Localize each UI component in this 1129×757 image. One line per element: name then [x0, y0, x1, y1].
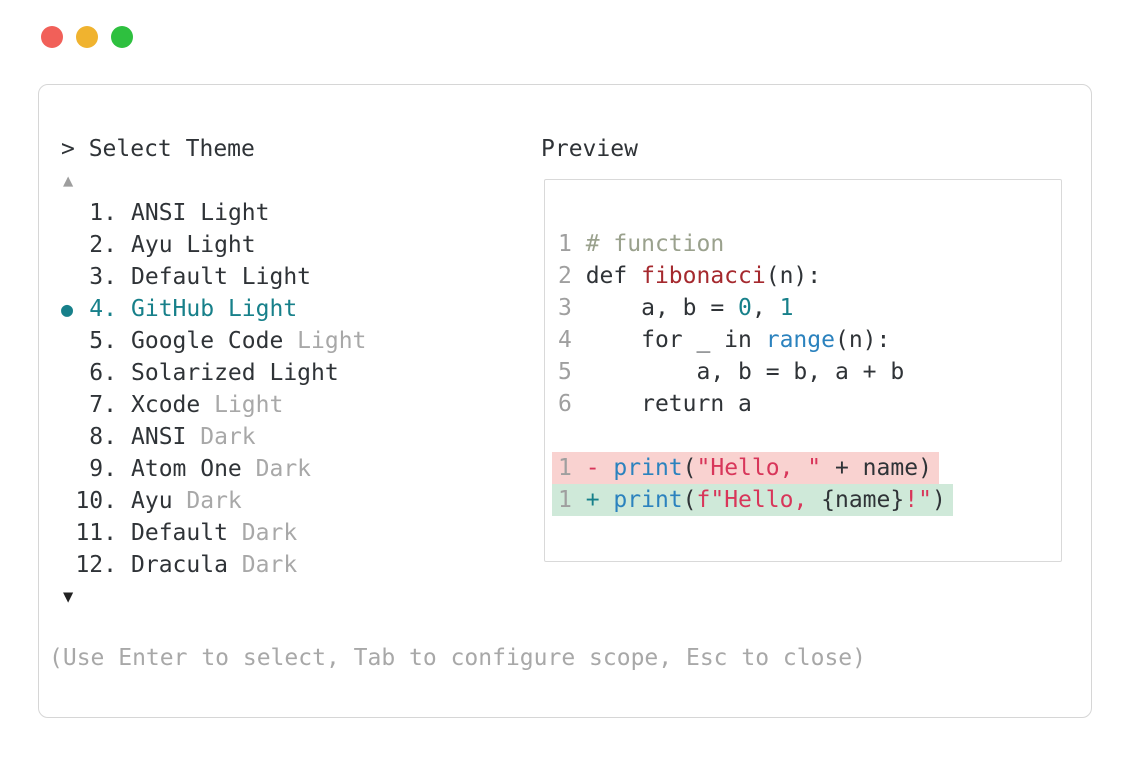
- selected-bullet-icon: [61, 325, 75, 357]
- theme-item-dracula-dark[interactable]: 12. Dracula Dark: [61, 549, 366, 581]
- theme-item-number: 3.: [89, 264, 117, 290]
- code-line: 4 for _ in range(n):: [558, 327, 891, 353]
- preview-panel: 1 # function 2 def fibonacci(n): 3 a, b = …: [544, 179, 1062, 562]
- theme-item-ansi-dark[interactable]: 8. ANSI Dark: [61, 421, 366, 453]
- code-line: 6 return a: [558, 391, 752, 417]
- theme-item-label: Default Dark: [131, 520, 298, 546]
- diff-line-removed: 1 - print("Hello, " + name): [552, 452, 1061, 484]
- selected-bullet-icon: [61, 229, 75, 261]
- code-line: 2 def fibonacci(n):: [558, 263, 822, 289]
- theme-list: 1. ANSI Light 2. Ayu Light 3. Default Light ● 4…: [61, 197, 366, 581]
- app-window: > Select Theme ▲ 1. ANSI Light 2. Ayu Light…: [38, 84, 1092, 718]
- scroll-up-icon[interactable]: ▲: [63, 171, 74, 191]
- selected-bullet-icon: ●: [61, 297, 74, 321]
- theme-item-number: 2.: [89, 232, 117, 258]
- selector-title: > Select Theme: [61, 136, 255, 162]
- theme-item-number: 4.: [89, 296, 117, 322]
- line-number: 1: [558, 231, 586, 257]
- theme-item-label: Google Code Light: [131, 328, 367, 354]
- line-number: 3: [558, 295, 586, 321]
- theme-item-default-dark[interactable]: 11. Default Dark: [61, 517, 366, 549]
- theme-item-number: 8.: [89, 424, 117, 450]
- line-number: 4: [558, 327, 586, 353]
- theme-item-label: Default Light: [131, 264, 312, 290]
- theme-item-number: 1.: [89, 200, 117, 226]
- selected-bullet-icon: [61, 453, 75, 485]
- theme-item-number: 10.: [75, 488, 117, 514]
- theme-item-label: GitHub Light: [131, 296, 298, 322]
- theme-item-solarized-light[interactable]: 6. Solarized Light: [61, 357, 366, 389]
- theme-item-number: 5.: [89, 328, 117, 354]
- theme-item-label: Xcode Light: [131, 392, 284, 418]
- close-button[interactable]: [41, 26, 63, 48]
- selected-bullet-icon: [61, 485, 75, 517]
- theme-item-number: 9.: [89, 456, 117, 482]
- selected-bullet-icon: [61, 357, 75, 389]
- diff-line-added: 1 + print(f"Hello, {name}!"): [552, 484, 1061, 516]
- zoom-button[interactable]: [111, 26, 133, 48]
- theme-item-label: Dracula Dark: [131, 552, 298, 578]
- theme-item-number: 7.: [89, 392, 117, 418]
- theme-item-label: Ayu Light: [131, 232, 256, 258]
- theme-selector: > Select Theme ▲ 1. ANSI Light 2. Ayu Light…: [61, 133, 366, 613]
- theme-item-ayu-dark[interactable]: 10. Ayu Dark: [61, 485, 366, 517]
- selected-bullet-icon: [61, 197, 75, 229]
- preview-label: Preview: [541, 136, 638, 162]
- minimize-button[interactable]: [76, 26, 98, 48]
- line-number: 5: [558, 359, 586, 385]
- theme-item-number: 6.: [89, 360, 117, 386]
- theme-item-label: Ayu Dark: [131, 488, 242, 514]
- selected-bullet-icon: [61, 549, 75, 581]
- selected-bullet-icon: [61, 261, 75, 293]
- theme-item-label: ANSI Light: [131, 200, 270, 226]
- code-line: 1 # function: [558, 231, 725, 257]
- traffic-lights: [41, 26, 133, 48]
- line-number: 1: [558, 487, 586, 513]
- line-number: 2: [558, 263, 586, 289]
- theme-item-label: ANSI Dark: [131, 424, 256, 450]
- selected-bullet-icon: [61, 517, 75, 549]
- code-line: 5 a, b = b, a + b: [558, 359, 905, 385]
- theme-item-label: Atom One Dark: [131, 456, 312, 482]
- scroll-down-icon[interactable]: ▼: [63, 587, 74, 607]
- selected-bullet-icon: [61, 389, 75, 421]
- theme-item-number: 11.: [75, 520, 117, 546]
- selected-bullet-icon: [61, 421, 75, 453]
- theme-item-google-code-light[interactable]: 5. Google Code Light: [61, 325, 366, 357]
- theme-item-ansi-light[interactable]: 1. ANSI Light: [61, 197, 366, 229]
- theme-item-xcode-light[interactable]: 7. Xcode Light: [61, 389, 366, 421]
- theme-item-default-light[interactable]: 3. Default Light: [61, 261, 366, 293]
- line-number: 6: [558, 391, 586, 417]
- theme-item-github-light[interactable]: ● 4. GitHub Light: [61, 293, 366, 325]
- line-number: 1: [558, 455, 586, 481]
- theme-item-ayu-light[interactable]: 2. Ayu Light: [61, 229, 366, 261]
- code-line: 3 a, b = 0, 1: [558, 295, 794, 321]
- theme-item-number: 12.: [75, 552, 117, 578]
- keyboard-hint: (Use Enter to select, Tab to configure s…: [49, 645, 866, 671]
- code-line: [558, 420, 1061, 452]
- code-block: 1 # function 2 def fibonacci(n): 3 a, b = …: [545, 180, 1061, 516]
- theme-item-atom-one-dark[interactable]: 9. Atom One Dark: [61, 453, 366, 485]
- theme-item-label: Solarized Light: [131, 360, 339, 386]
